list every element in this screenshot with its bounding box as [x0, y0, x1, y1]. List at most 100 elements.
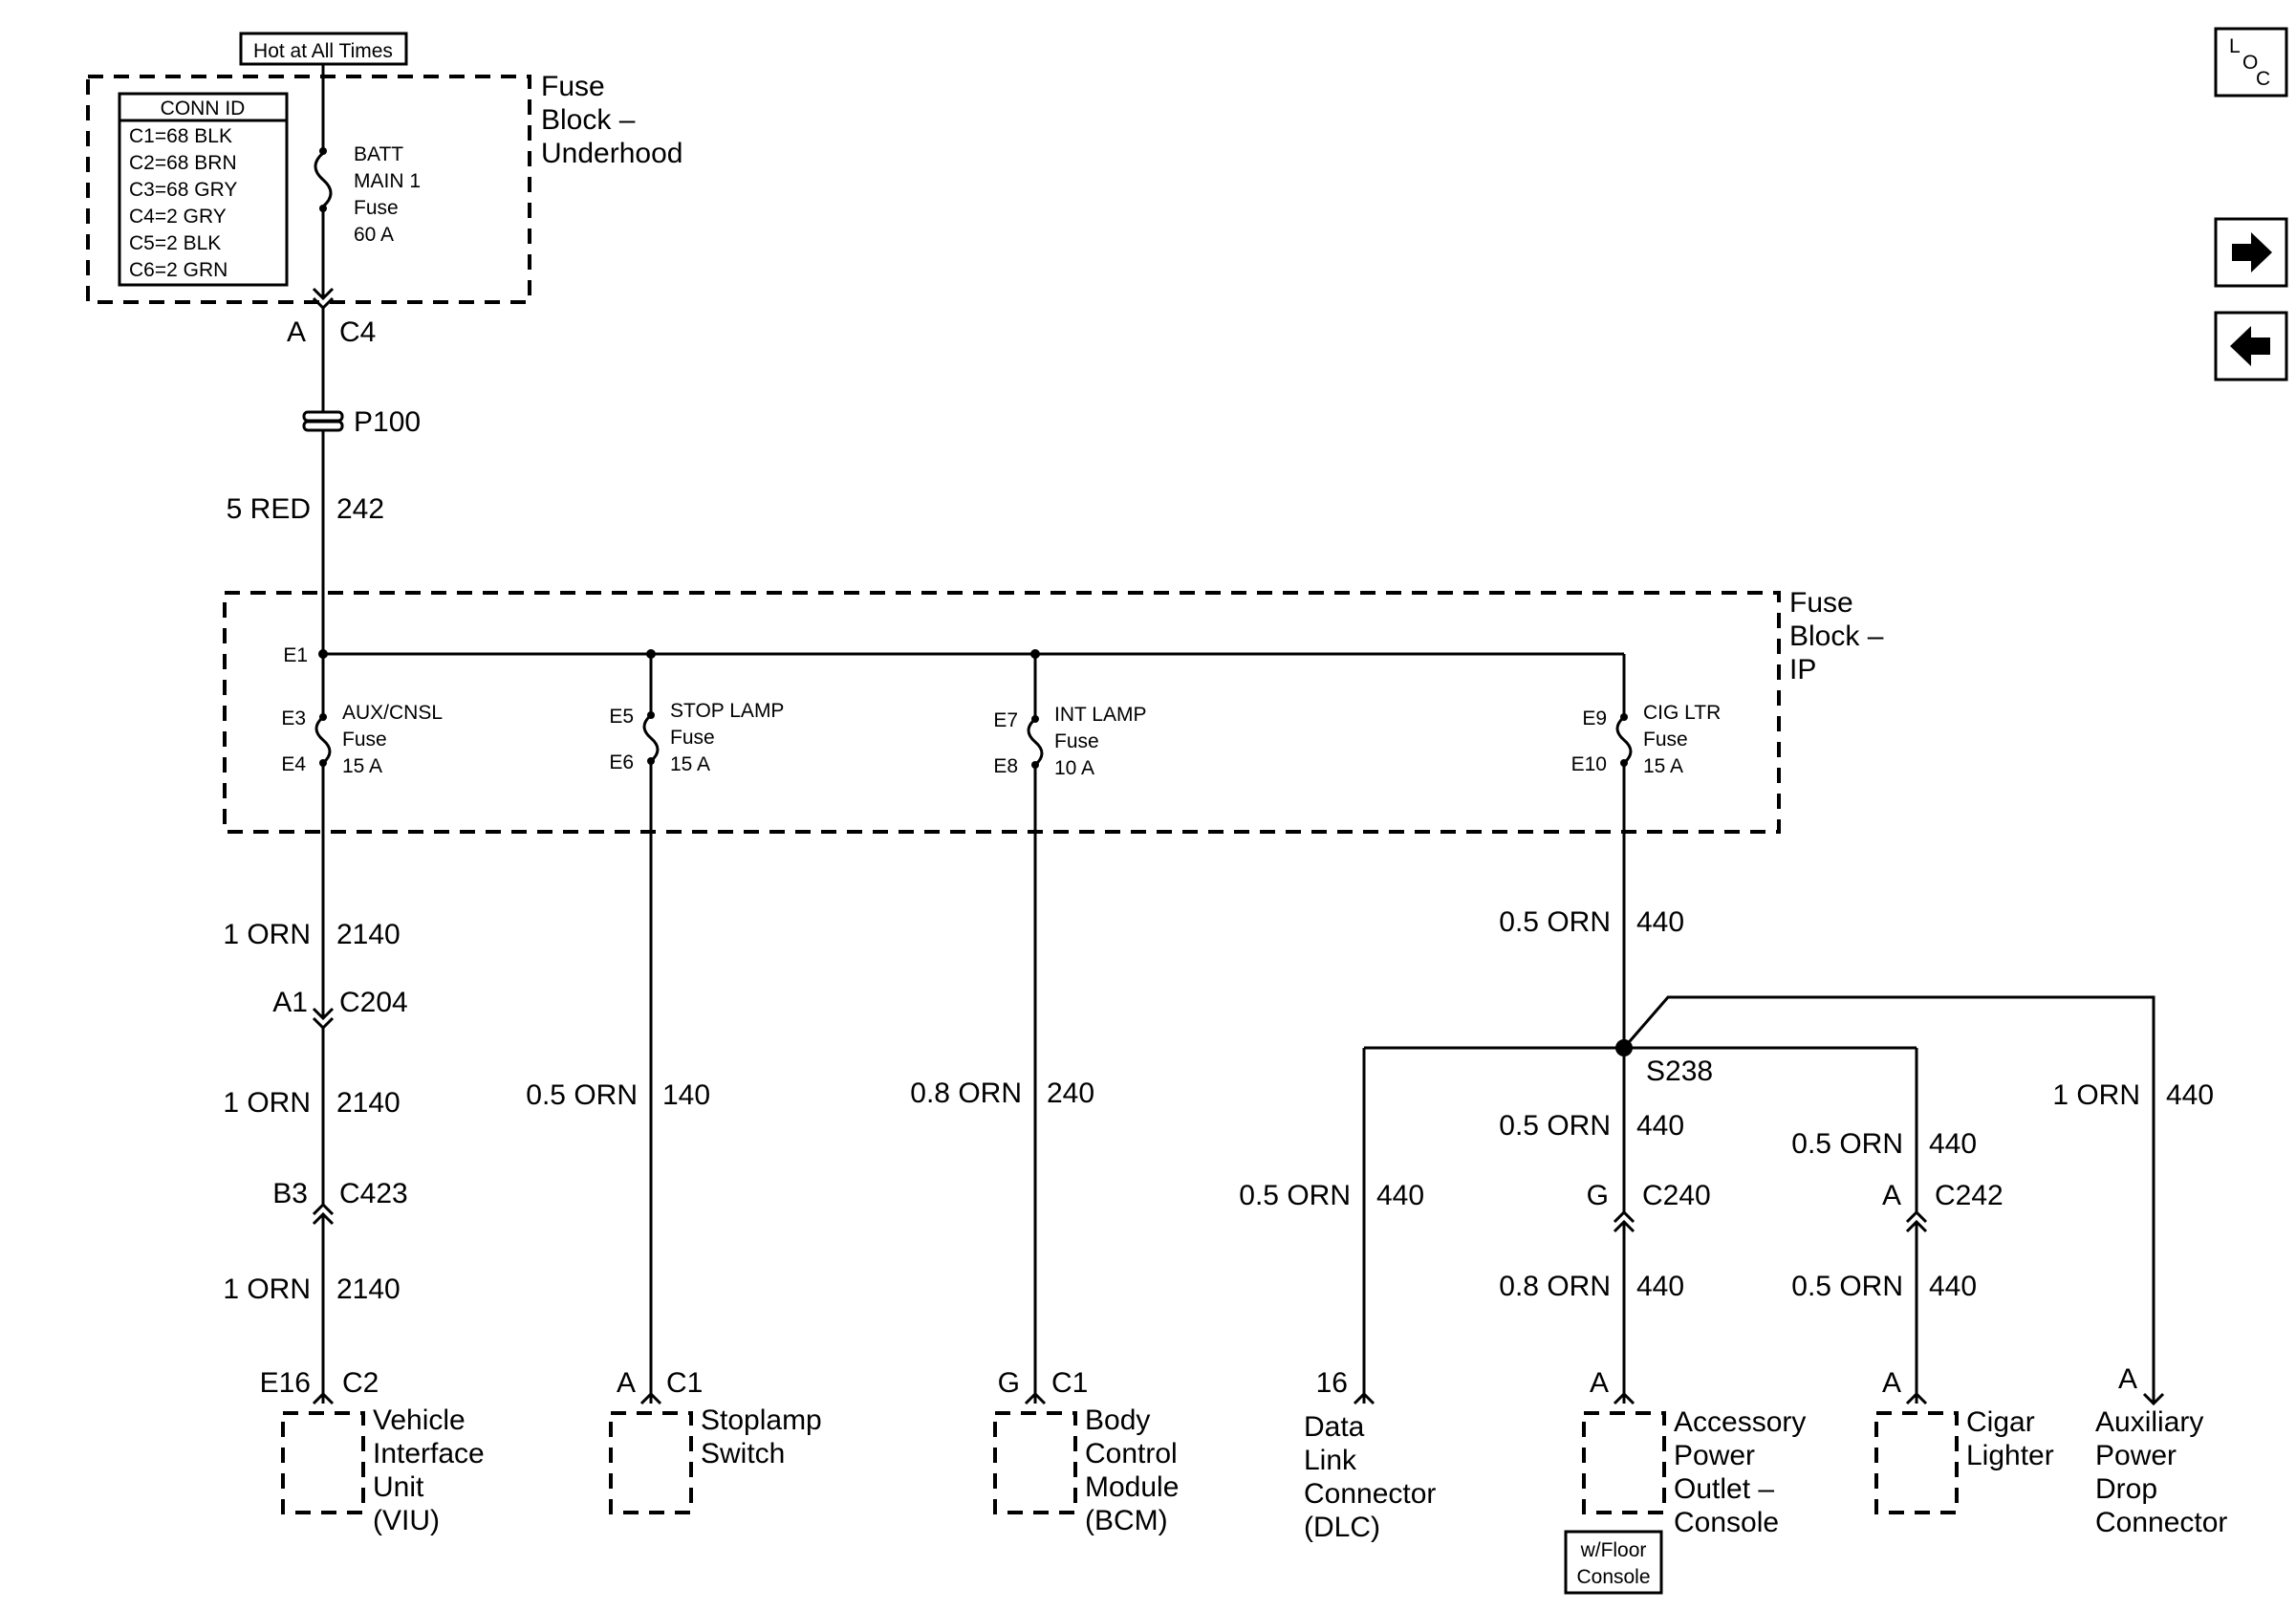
component-label: Power: [1674, 1440, 1755, 1471]
end-conn-id: C2: [342, 1367, 379, 1399]
wire-circuit: 2140: [336, 1087, 401, 1119]
underhood-title-1: Fuse: [541, 71, 605, 102]
end-pin: G: [998, 1367, 1020, 1399]
fuse-label: Fuse: [1054, 730, 1099, 752]
wire-gauge: 0.5 ORN: [1499, 1110, 1611, 1142]
aux-power-wire: [1622, 995, 2155, 1404]
batt-fuse-label-2: MAIN 1: [354, 170, 421, 192]
c423-id: C423: [339, 1178, 408, 1209]
fuse-label: 15 A: [342, 755, 382, 777]
aux-cnsl-fuse-symbol: [314, 715, 332, 765]
component-label: (DLC): [1304, 1512, 1380, 1543]
c242-id: C242: [1935, 1180, 2004, 1211]
end-pin: A: [617, 1367, 636, 1399]
loc-button[interactable]: L O C: [2214, 27, 2288, 98]
fuse-terminal-in: E7: [993, 709, 1018, 731]
wire-circuit: 2140: [336, 919, 401, 950]
connector-chevron: [1353, 1391, 1375, 1405]
underhood-fuse-block: [86, 75, 531, 304]
bus-terminal-e1: E1: [283, 644, 308, 666]
arrow-left-icon: [2230, 326, 2270, 366]
component-label: Vehicle: [373, 1404, 466, 1436]
c204-id: C204: [339, 987, 408, 1018]
fuse-label: Fuse: [670, 727, 715, 749]
wire-circuit: 440: [1636, 1110, 1684, 1142]
wire-circuit: 440: [1376, 1180, 1424, 1211]
connector-chevron: [1905, 1209, 1928, 1224]
wire-circuit: 2140: [336, 1274, 401, 1305]
c423-pin: B3: [272, 1178, 308, 1209]
connector-chevron: [312, 1391, 335, 1405]
splice-label: S238: [1646, 1056, 1713, 1087]
component-label: Auxiliary: [2095, 1406, 2203, 1438]
conn-id-table: CONN ID C1=68 BLK C2=68 BRN C3=68 GRY C4…: [118, 92, 289, 287]
component-label: Lighter: [1966, 1440, 2054, 1471]
wire-gauge: 0.5 ORN: [1499, 906, 1611, 938]
c4-id: C4: [339, 316, 376, 348]
component-label: Unit: [373, 1471, 424, 1503]
p100-grommet: [302, 410, 344, 432]
batt-main-fuse-symbol: [314, 151, 333, 208]
connector-chevron: [312, 287, 335, 301]
component-label: Power: [2095, 1440, 2177, 1471]
conn-id-row: C2=68 BRN: [129, 152, 237, 174]
component-label: (VIU): [373, 1505, 440, 1536]
prev-button[interactable]: [2214, 311, 2288, 381]
fuse-terminal-in: E9: [1582, 708, 1607, 729]
batt-fuse-label-1: BATT: [354, 143, 403, 165]
conn-id-row: C5=2 BLK: [129, 232, 221, 254]
stoplamp-component-box: [609, 1411, 693, 1514]
c240-id: C240: [1642, 1180, 1711, 1211]
stop-lamp-fuse-symbol: [642, 713, 660, 763]
fuse-label: AUX/CNSL: [342, 702, 443, 724]
component-label: Outlet –: [1674, 1473, 1774, 1505]
component-label: (BCM): [1085, 1505, 1168, 1536]
next-button[interactable]: [2214, 217, 2288, 288]
connector-chevron: [639, 1391, 662, 1405]
c240-pin: G: [1587, 1180, 1609, 1211]
connector-chevron: [1613, 1391, 1635, 1405]
conn-id-row: C6=2 GRN: [129, 259, 227, 281]
apo-component-box: [1582, 1411, 1666, 1514]
component-label: Stoplamp: [701, 1404, 822, 1436]
conn-id-row: C4=2 GRY: [129, 206, 227, 228]
end-pin: A: [1882, 1367, 1901, 1399]
feed-wire-gauge: 5 RED: [227, 493, 311, 525]
floor-console-note-box: [1564, 1530, 1663, 1595]
wire-gauge: 0.8 ORN: [1499, 1271, 1611, 1302]
wire-circuit: 440: [1929, 1271, 1977, 1302]
fuse-label: 10 A: [1054, 757, 1094, 779]
wire-gauge: 1 ORN: [223, 1274, 311, 1305]
wire-gauge: 0.5 ORN: [1791, 1128, 1903, 1160]
fuse-label: Fuse: [1643, 729, 1688, 751]
end-pin: 16: [1316, 1367, 1348, 1399]
c204-pin: A1: [272, 987, 308, 1018]
component-label: Interface: [373, 1438, 485, 1469]
wire-gauge: 1 ORN: [223, 919, 311, 950]
c4-pin: A: [287, 316, 306, 348]
wire-circuit: 440: [1636, 1271, 1684, 1302]
arrow-right-icon: [2232, 232, 2272, 272]
fuse-label: INT LAMP: [1054, 704, 1146, 726]
ip-title-2: Block –: [1789, 620, 1884, 652]
cig-ltr-fuse-symbol: [1615, 715, 1633, 765]
loc-letter: L: [2229, 35, 2241, 57]
c242-pin: A: [1882, 1180, 1901, 1211]
fuse-label: 15 A: [670, 753, 710, 775]
wire-gauge: 0.5 ORN: [526, 1079, 638, 1111]
batt-fuse-label-4: 60 A: [354, 224, 394, 246]
wire-circuit: 440: [1929, 1128, 1977, 1160]
fuse-label: STOP LAMP: [670, 700, 784, 722]
bcm-component-box: [993, 1411, 1077, 1514]
fuse-label: CIG LTR: [1643, 702, 1721, 724]
fuse-terminal-out: E10: [1571, 753, 1607, 775]
wire-gauge: 1 ORN: [2052, 1079, 2140, 1111]
ip-title-3: IP: [1789, 654, 1816, 686]
fuse-terminal-out: E6: [609, 751, 634, 773]
wire-circuit: 440: [1636, 906, 1684, 938]
component-label: Drop: [2095, 1473, 2157, 1505]
end-pin: A: [1590, 1367, 1609, 1399]
connector-chevron: [2142, 1392, 2165, 1406]
component-label: Data: [1304, 1411, 1365, 1443]
